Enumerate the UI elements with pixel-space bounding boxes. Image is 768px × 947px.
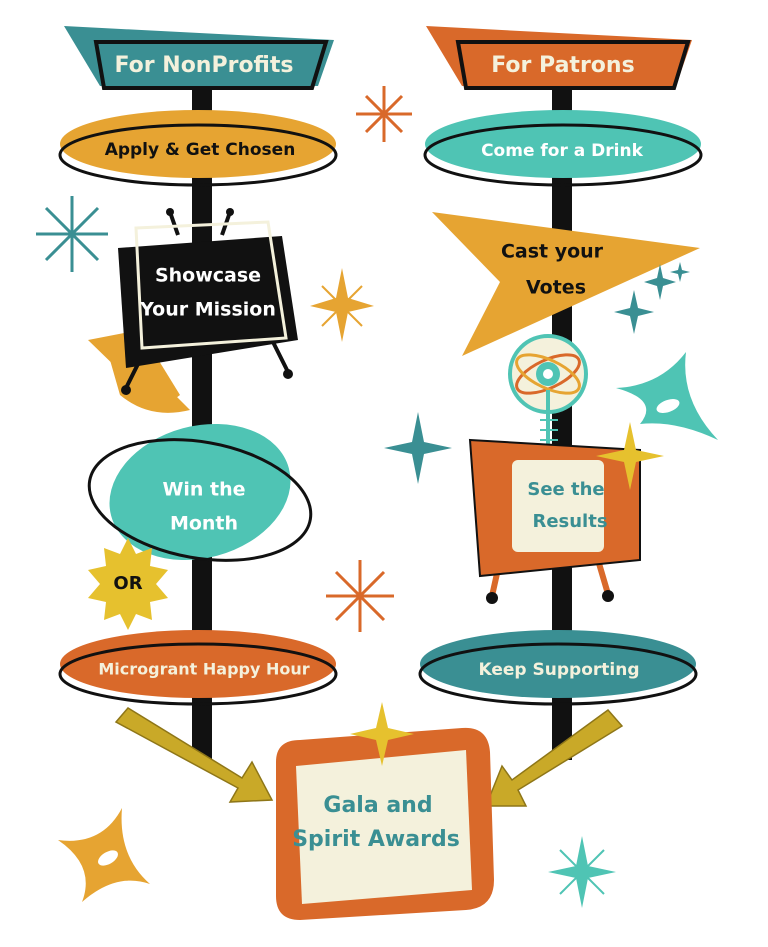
results-line1: See the: [527, 479, 604, 500]
sparkle-icon: [614, 262, 690, 334]
sparkle-icon: [384, 412, 452, 484]
win-month-line1: Win the: [162, 479, 245, 501]
left-header-label: For NonProfits: [115, 53, 294, 78]
left-header-sign: For NonProfits: [64, 26, 334, 90]
votes-pennant: Cast your Votes: [432, 212, 700, 356]
starburst-icon: [36, 196, 108, 272]
drink-step-ellipse: Come for a Drink: [423, 110, 703, 187]
keep-supporting-label: Keep Supporting: [479, 660, 640, 680]
microgrant-ellipse: Microgrant Happy Hour: [58, 630, 338, 706]
sparkle-icon: [548, 836, 616, 908]
left-arrow: [114, 707, 274, 803]
gala-sign: Gala and Spirit Awards: [276, 727, 494, 920]
boomerang-star-icon: [616, 352, 718, 440]
tv-showcase: Showcase Your Mission: [88, 208, 298, 413]
showcase-line1: Showcase: [155, 265, 261, 287]
starburst-icon: [356, 86, 412, 142]
atom-icon: [508, 334, 588, 446]
starburst-icon: [326, 560, 394, 632]
results-line2: Results: [532, 511, 607, 532]
apply-step-ellipse: Apply & Get Chosen: [58, 110, 338, 187]
right-header-sign: For Patrons: [426, 26, 692, 90]
boomerang-star-icon: [58, 808, 150, 902]
apply-step-label: Apply & Get Chosen: [105, 140, 296, 160]
microgrant-label: Microgrant Happy Hour: [98, 660, 309, 679]
win-month-line2: Month: [170, 513, 238, 535]
drink-step-label: Come for a Drink: [481, 141, 644, 161]
win-month-ellipse: Win the Month: [87, 423, 313, 562]
results-monitor: See the Results: [468, 438, 641, 604]
or-label: OR: [113, 573, 142, 594]
keep-supporting-ellipse: Keep Supporting: [418, 630, 698, 706]
gala-line2: Spirit Awards: [292, 827, 460, 852]
right-arrow: [484, 708, 624, 807]
right-header-label: For Patrons: [491, 53, 634, 78]
sparkle-icon: [596, 422, 664, 490]
votes-line2: Votes: [526, 277, 586, 299]
votes-line1: Cast your: [501, 241, 604, 263]
sparkle-icon: [310, 268, 374, 342]
or-burst: OR: [88, 538, 168, 630]
gala-line1: Gala and: [323, 793, 432, 818]
sparkle-icon: [350, 702, 414, 766]
showcase-line2: Your Mission: [139, 299, 276, 321]
